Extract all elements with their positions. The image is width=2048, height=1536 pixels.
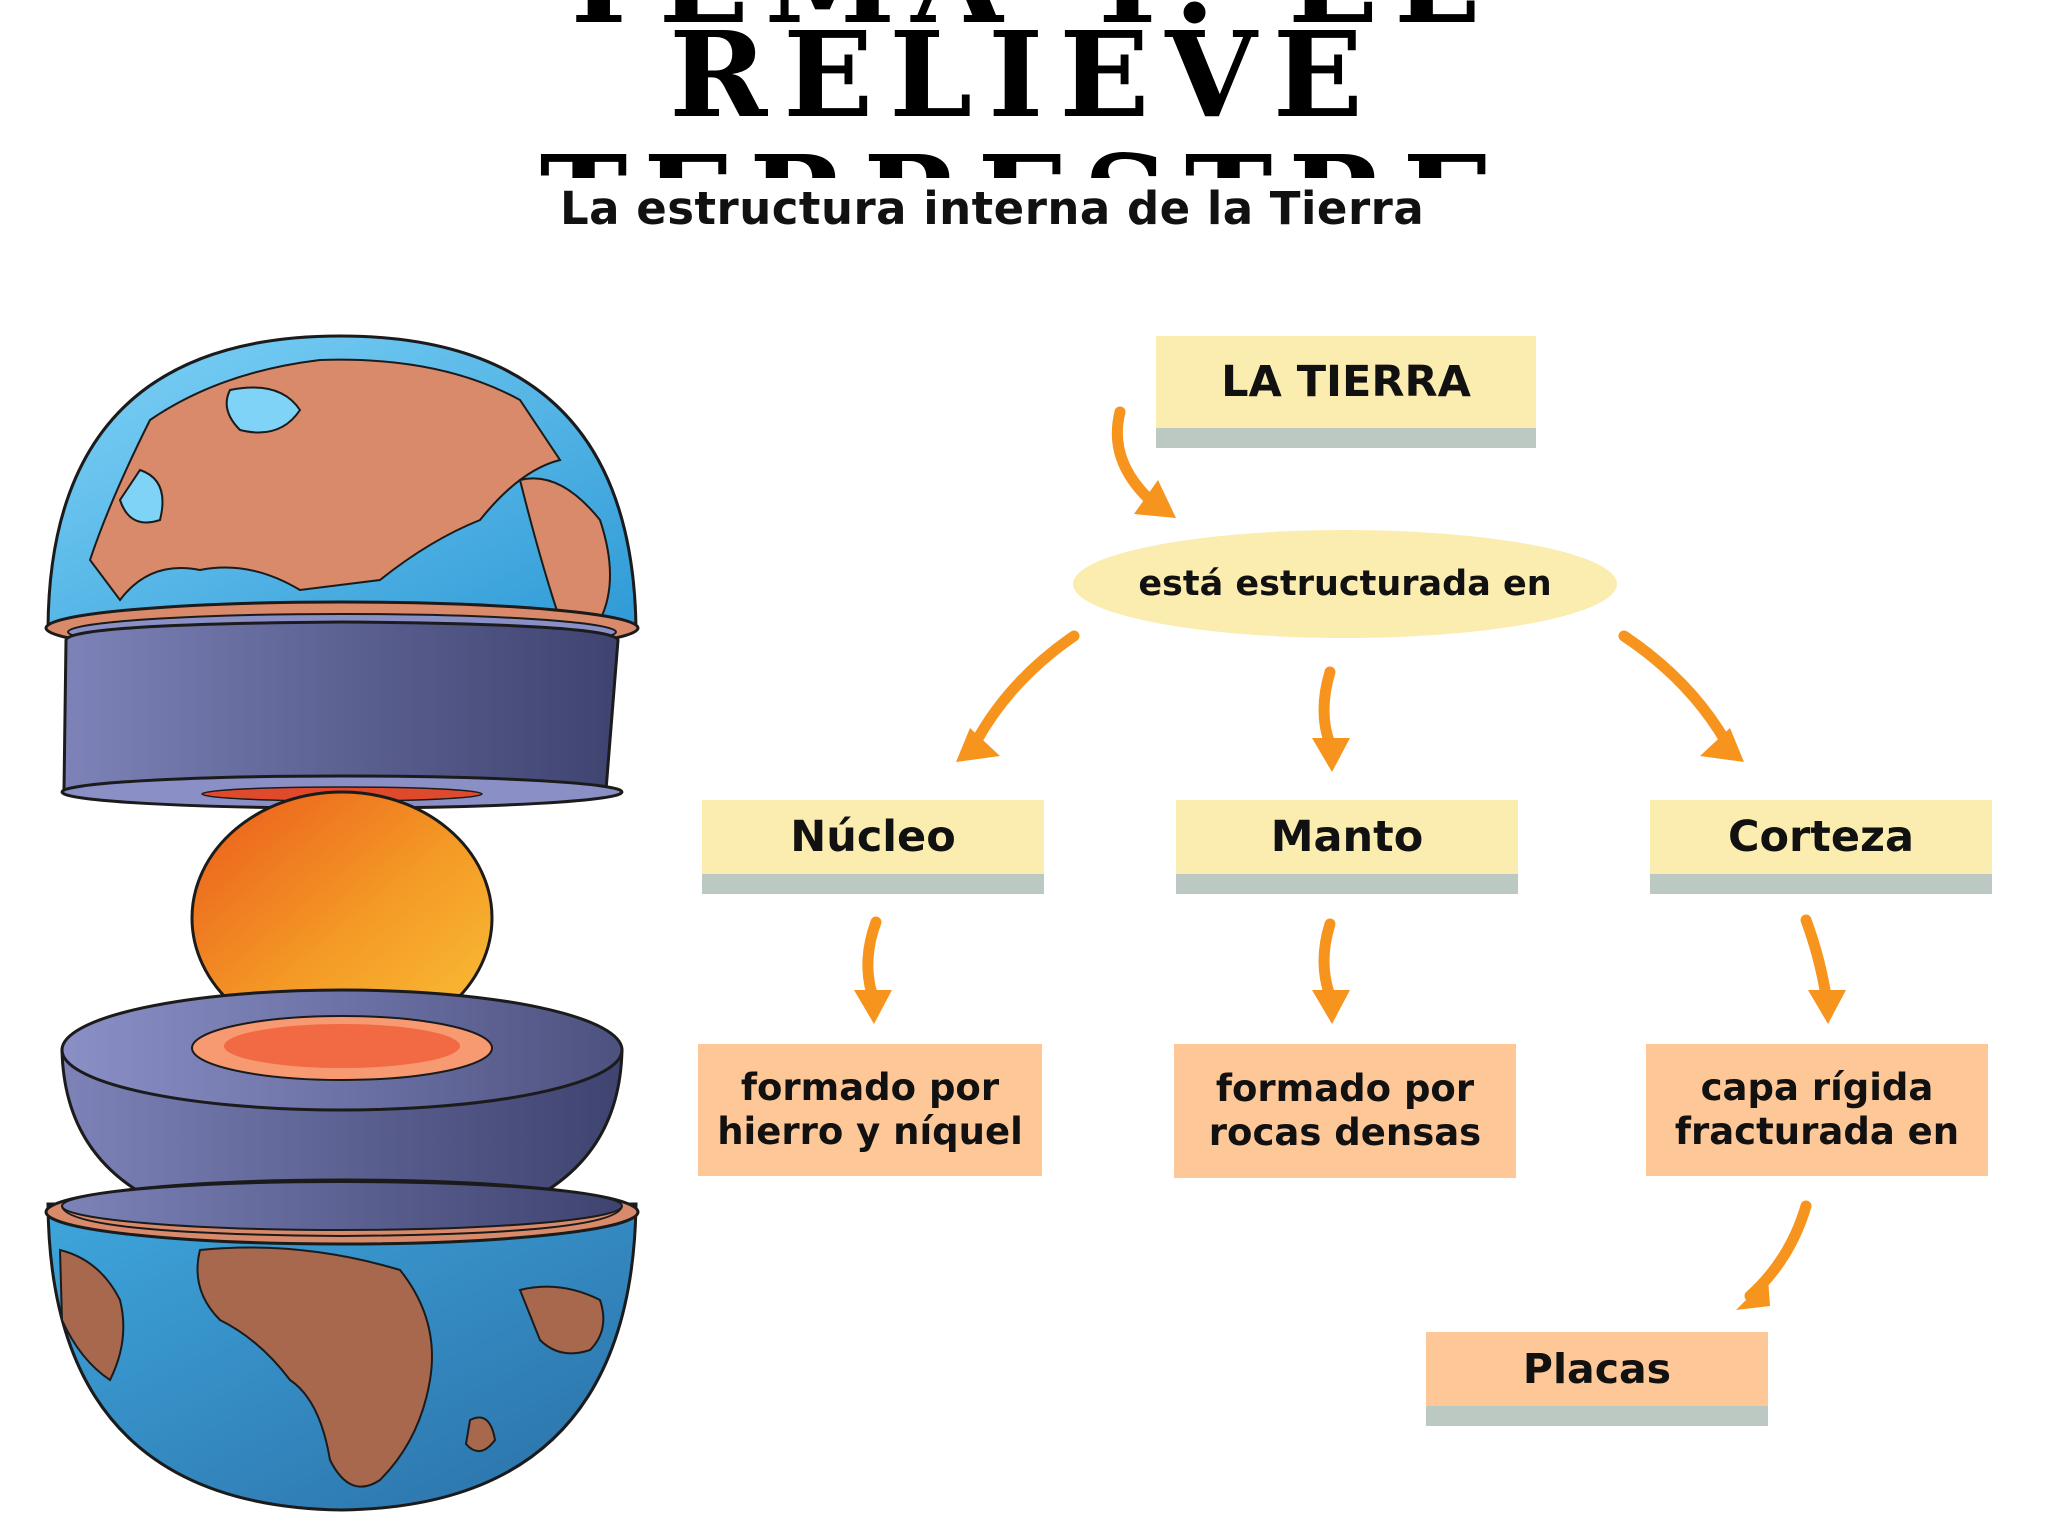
crust-bottom-cap bbox=[44, 1178, 640, 1512]
root-box-la-tierra: LA TIERRA bbox=[1156, 336, 1536, 448]
root-label: LA TIERRA bbox=[1221, 357, 1471, 407]
arrow-to-manto bbox=[1318, 666, 1336, 750]
leaf-label-placas: Placas bbox=[1522, 1345, 1672, 1393]
layer-box-manto: Manto bbox=[1176, 800, 1518, 894]
arrow-to-corteza bbox=[1618, 630, 1732, 748]
title-block: TEMA 4. EL RELIEVE TERRESTRE bbox=[0, 0, 2048, 178]
layer-label-manto: Manto bbox=[1270, 812, 1424, 862]
earth-layers-cutaway-illustration bbox=[44, 334, 640, 1512]
arrow-corteza-detail bbox=[1800, 914, 1832, 1002]
detail-box-manto: formado por rocas densas bbox=[1174, 1044, 1516, 1178]
arrow-to-nucleo bbox=[970, 630, 1080, 748]
layer-label-nucleo: Núcleo bbox=[790, 812, 956, 862]
detail-corteza-line1: capa rígida bbox=[1700, 1066, 1934, 1110]
detail-nucleo-line2: hierro y níquel bbox=[717, 1110, 1023, 1153]
detail-manto-line1: formado por bbox=[1215, 1067, 1475, 1111]
connector-ellipse: está estructurada en bbox=[1073, 530, 1617, 638]
subtitle: La estructura interna de la Tierra bbox=[560, 182, 1425, 235]
leaf-box-placas: Placas bbox=[1426, 1332, 1768, 1426]
detail-box-nucleo: formado por hierro y níquel bbox=[698, 1044, 1042, 1176]
title-line-2: RELIEVE bbox=[669, 5, 1379, 144]
detail-box-corteza: capa rígida fracturada en bbox=[1646, 1044, 1988, 1176]
detail-nucleo-line1: formado por bbox=[740, 1066, 1000, 1110]
layer-box-corteza: Corteza bbox=[1650, 800, 1992, 894]
layer-box-nucleo: Núcleo bbox=[702, 800, 1044, 894]
title-line-3: TERRESTRE bbox=[0, 140, 2048, 179]
detail-manto-line2: rocas densas bbox=[1208, 1111, 1482, 1154]
layer-label-corteza: Corteza bbox=[1727, 812, 1915, 862]
title-line-1: TEMA 4. EL bbox=[0, 0, 2048, 40]
detail-corteza-line2: fracturada en bbox=[1674, 1110, 1960, 1153]
connector-label: está estructurada en bbox=[1138, 564, 1552, 604]
arrow-root-to-connector bbox=[1111, 406, 1156, 506]
arrow-manto-detail bbox=[1318, 918, 1336, 1002]
arrow-nucleo-detail bbox=[862, 916, 882, 1000]
arrow-to-placas bbox=[1744, 1200, 1812, 1302]
